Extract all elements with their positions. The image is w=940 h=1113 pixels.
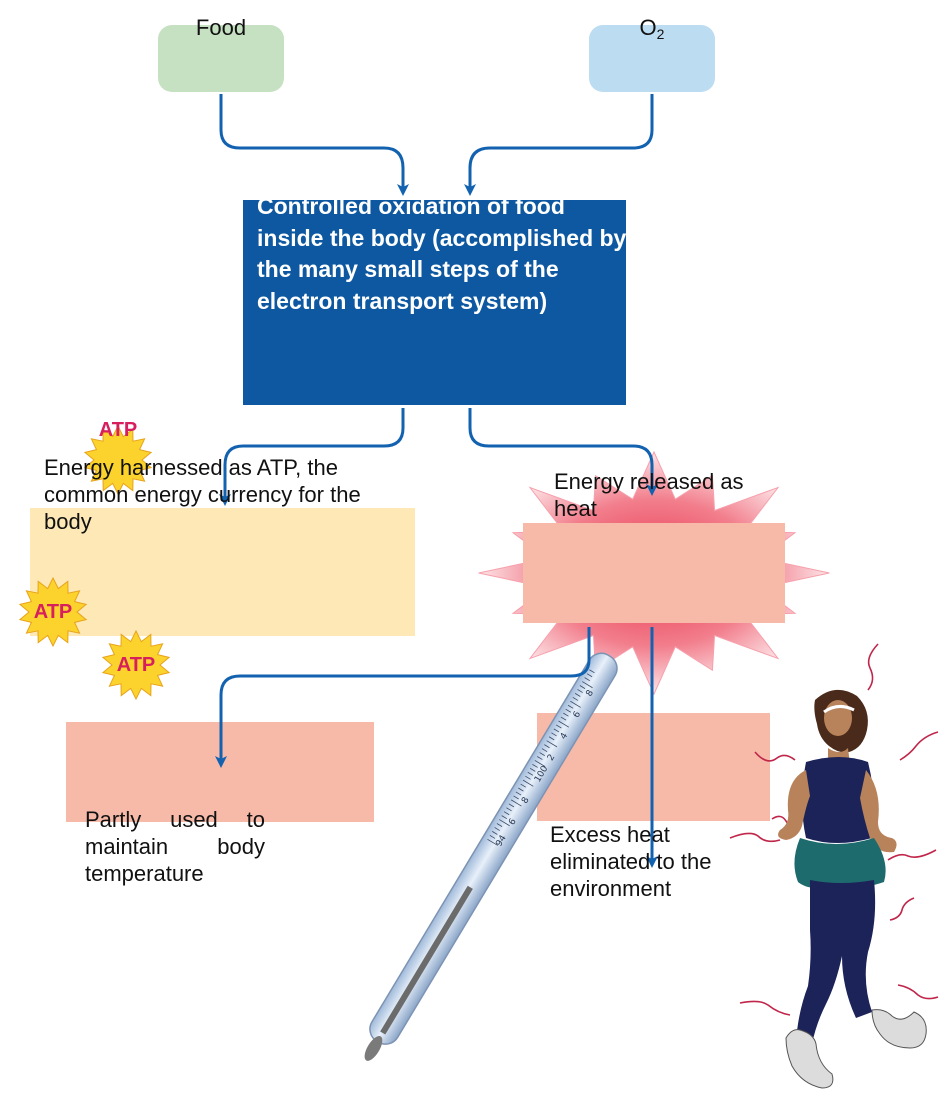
atp-energy-text: Energy harnessed as ATP, the common ener… [44,455,361,534]
thermometer-tick [525,775,531,780]
thermometer-tick [489,834,496,839]
thermometer-tick [503,811,510,816]
thermometer-scale-label: 6 [507,817,519,827]
thermometer-scale-label: 2 [546,753,558,763]
oxygen-box [589,25,715,92]
heat-energy-box [523,523,785,623]
atp-burst-shape-3 [101,629,171,701]
food-box [158,25,284,92]
runner-figure [778,689,927,1089]
oxygen-symbol: O [639,15,657,40]
atp-energy-box [30,508,415,636]
thermometer-tick [515,791,522,796]
thermometer-tick [572,696,579,701]
thermometer-tick [494,827,500,831]
oxidation-process-box: Controlled oxidation of food inside the … [243,200,626,405]
thermometer-tick [584,677,590,682]
thermometer-tick [501,815,508,820]
thermometer-tick [510,799,522,807]
thermometer-tick [539,752,545,756]
heat-wave-lines [729,643,939,1016]
thermometer-tick [577,689,583,693]
oxidation-process-text: Controlled oxidation of food inside the … [257,200,626,314]
thermometer-tick [563,712,569,717]
thermometer-tick [582,681,593,689]
thermometer-tick [518,787,524,792]
thermometer-tick [555,724,562,729]
thermometer-tick [548,736,555,741]
atp-badge-3: ATP [116,654,156,676]
environment-heat-text: Excess heat eliminated to the environmen… [550,822,712,901]
body-temperature-text: Partly used to maintain body temperature [85,807,265,886]
atp-burst-shape-1 [83,424,153,496]
thermometer-tick [534,760,546,767]
atp-badge-2: ATP [33,601,73,623]
thermometer-tick [570,700,581,708]
thermometer-tick [553,728,560,733]
thermometer-tick [513,795,519,800]
thermometer-tick [537,756,543,760]
thermometer-tick [551,732,557,737]
thermometer-tick [544,744,550,749]
thermometer-tick [506,807,512,812]
thermometer-tick [496,823,503,827]
thermometer-tick [487,838,498,846]
thermometer-tick [565,708,572,713]
arrow-o2-to-process [464,94,654,196]
thermometer-tick [492,831,498,835]
thermometer-tick [529,767,536,772]
atp-burst-shape-2 [18,576,88,648]
arrow-process-to-heat [468,408,658,496]
thermometer-tick [574,693,581,697]
thermometer-tick [546,740,558,748]
thermometer-tick [558,720,570,728]
atp-badge-1: ATP [98,419,138,441]
thermometer-scale-label: 8 [584,688,596,698]
arrow-food-to-process [219,94,409,196]
thermometer-tick [589,669,595,674]
thermometer-scale-label: 4 [559,731,571,741]
thermometer-tick [532,764,538,768]
thermometer-tick [579,685,586,689]
thermometer-tick [527,771,534,776]
thermometer-scale-label: 6 [572,710,584,720]
thermometer-tick [586,673,593,678]
thermometer-tick [560,716,567,721]
thermometer-scale-label: 8 [520,795,532,805]
thermometer-tick [520,783,526,788]
thermometer-tick [522,779,534,787]
heat-energy-text: Energy released as heat [554,469,744,521]
arrow-heat-to-temperature [215,627,591,768]
thermometer-tick [541,748,548,753]
oxygen-label: O2 [589,14,715,41]
oxygen-subscript: 2 [656,26,665,42]
food-label: Food [195,15,247,40]
thermometer-tick [508,803,515,808]
arrow-process-to-atp [219,408,405,506]
thermometer-tick [567,704,574,709]
thermometer-tick [499,819,510,827]
